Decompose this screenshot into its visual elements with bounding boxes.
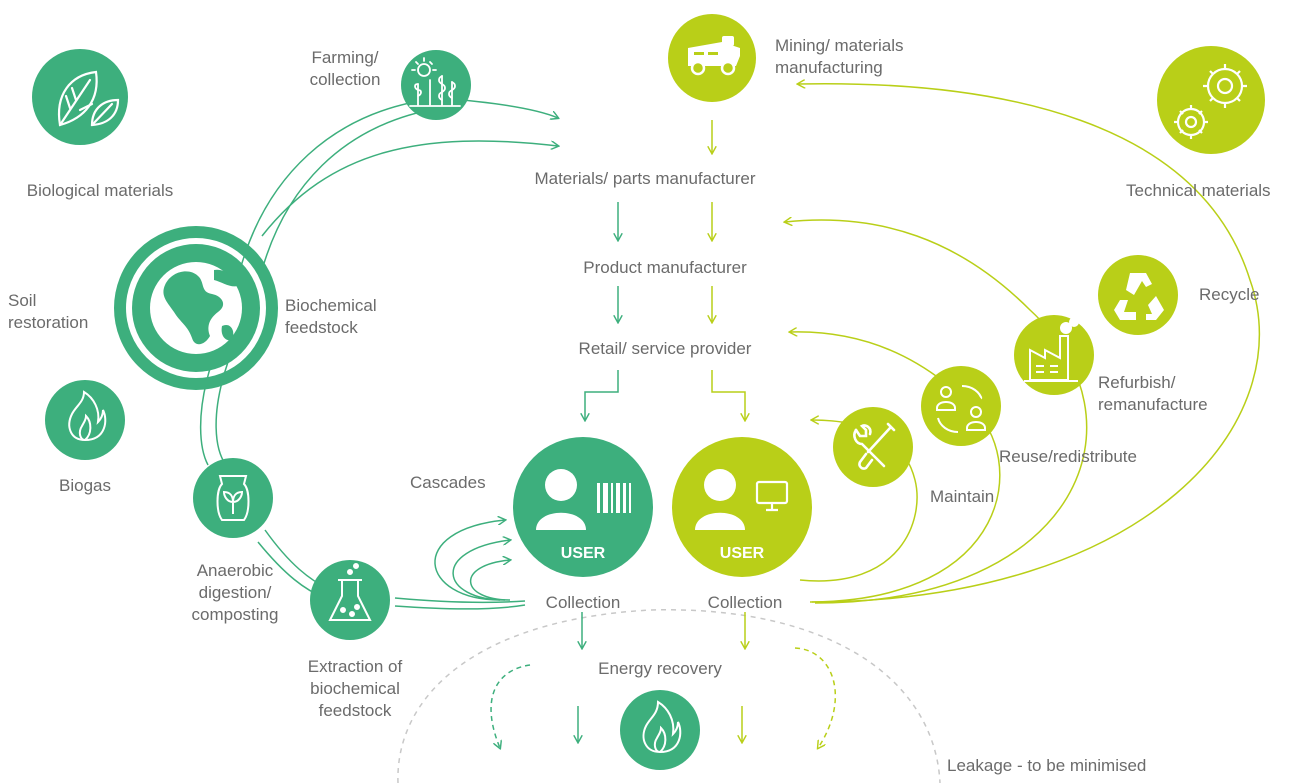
user-monitor-icon	[695, 469, 789, 530]
soil-restoration-label: Soil restoration	[8, 290, 88, 334]
materials-parts-label: Materials/ parts manufacturer	[534, 169, 756, 188]
mining-label-line1: Mining/ materials	[775, 36, 904, 55]
maintain-node	[833, 407, 913, 487]
biochem-label-line2: feedstock	[285, 318, 358, 337]
mining-node	[668, 14, 756, 102]
reuse-node	[921, 366, 1001, 446]
recycle-node	[1098, 255, 1178, 335]
soil-label-line1: Soil	[8, 291, 37, 310]
soil-label-line2: restoration	[8, 313, 89, 332]
energy-recovery-label: Energy recovery	[598, 659, 722, 678]
extraction-label-line1: Extraction of	[307, 657, 403, 676]
refurbish-node	[1014, 315, 1094, 395]
extraction-label: Extraction of biochemical feedstock	[290, 656, 420, 722]
user-barcode-icon	[536, 469, 631, 530]
anaerobic-node	[193, 458, 273, 538]
gears-icon	[1174, 64, 1247, 139]
biological-flows	[199, 97, 618, 748]
energy-recovery-node	[620, 690, 700, 770]
user-tech-badge: USER	[719, 545, 765, 562]
anaerobic-label-line3: composting	[191, 605, 279, 624]
anaerobic-label: Anaerobic digestion/ composting	[180, 560, 290, 626]
farming-node	[401, 50, 471, 120]
biochem-label-line1: Biochemical	[285, 296, 377, 315]
leakage-boundary	[397, 609, 941, 783]
biochemical-feedstock-node	[114, 226, 278, 390]
reuse-label: Reuse/redistribute	[999, 447, 1137, 466]
extraction-label-line3: feedstock	[318, 701, 392, 720]
user-tech-node	[672, 437, 812, 577]
technical-materials-node	[1157, 46, 1265, 154]
flame-icon	[642, 700, 682, 754]
flame-icon	[68, 390, 107, 442]
retail-label: Retail/ service provider	[578, 339, 752, 358]
factory-icon	[1024, 317, 1079, 382]
refurbish-label: Refurbish/ remanufacture	[1098, 372, 1208, 416]
user-bio-node	[513, 437, 653, 577]
cascades-label: Cascades	[410, 473, 486, 492]
collection-tech-label: Collection	[707, 593, 783, 612]
people-exchange-icon	[936, 385, 986, 433]
biological-materials-label: Biological materials	[26, 181, 174, 200]
biological-materials-node	[32, 49, 128, 145]
anaerobic-label-line1: Anaerobic	[196, 561, 274, 580]
farming-label-line1: Farming/	[311, 48, 379, 67]
flask-icon	[328, 563, 372, 621]
mining-label: Mining/ materials manufacturing	[775, 35, 904, 79]
anaerobic-label-line2: digestion/	[198, 583, 272, 602]
maintain-label: Maintain	[930, 487, 995, 506]
mining-truck-icon	[688, 36, 740, 76]
recycle-icon	[1114, 273, 1164, 320]
extraction-label-line2: biochemical	[310, 679, 400, 698]
leakage-label: Leakage - to be minimised	[947, 756, 1147, 775]
farming-label: Farming/ collection	[285, 47, 405, 91]
mining-label-line2: manufacturing	[775, 58, 883, 77]
refurbish-label-line2: remanufacture	[1098, 395, 1208, 414]
tools-icon	[853, 422, 896, 470]
product-manufacturer-label: Product manufacturer	[583, 258, 747, 277]
farming-label-line2: collection	[309, 70, 381, 89]
biogas-label: Biogas	[59, 476, 111, 495]
crops-sun-icon	[409, 57, 461, 107]
biogas-node	[45, 380, 125, 460]
technical-materials-label: Technical materials	[1126, 181, 1271, 200]
seed-bag-icon	[216, 475, 250, 521]
extraction-node	[310, 560, 390, 640]
biochemical-feedstock-label: Biochemical feedstock	[285, 295, 377, 339]
globe-icon	[150, 262, 242, 354]
leaf-icon	[57, 70, 120, 127]
user-bio-badge: USER	[560, 545, 606, 562]
collection-bio-label: Collection	[545, 593, 621, 612]
refurbish-label-line1: Refurbish/	[1098, 373, 1176, 392]
recycle-label: Recycle	[1199, 285, 1260, 304]
